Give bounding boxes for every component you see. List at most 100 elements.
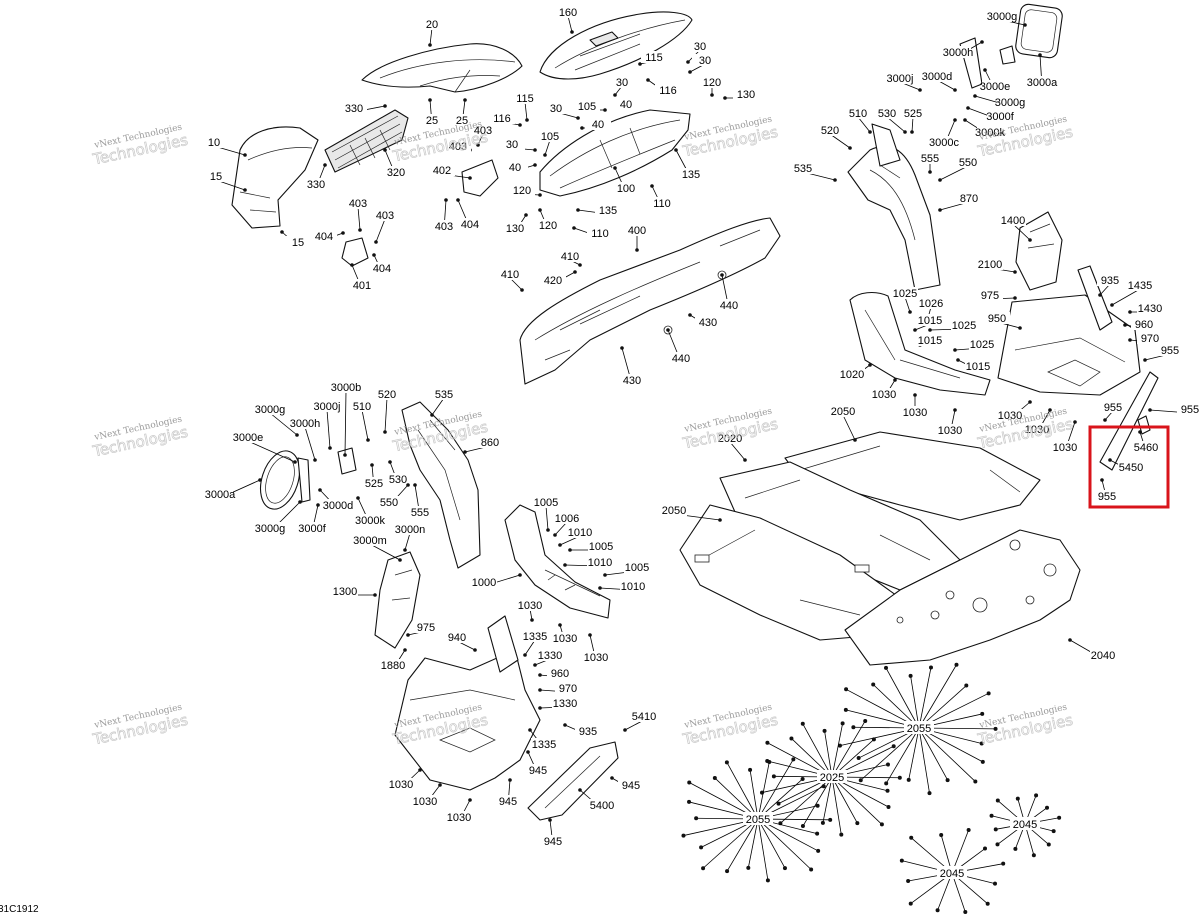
callout-3000k[interactable]: 3000k: [963, 118, 1005, 139]
callout-120[interactable]: 120: [509, 184, 542, 197]
callout-3000g[interactable]: 3000g: [255, 500, 302, 535]
callout-430[interactable]: 430: [619, 346, 645, 387]
callout-110[interactable]: 110: [649, 184, 675, 210]
callout-1030[interactable]: 1030: [937, 408, 963, 437]
callout-1010[interactable]: 1010: [563, 556, 613, 569]
callout-440[interactable]: 440: [716, 273, 742, 312]
callout-40[interactable]: 40: [502, 161, 537, 174]
callout-3000j[interactable]: 3000j: [887, 72, 922, 92]
callout-10[interactable]: 10: [201, 136, 247, 157]
callout-3000e[interactable]: 3000e: [233, 431, 297, 464]
callout-955[interactable]: 955: [1094, 478, 1120, 503]
callout-1030[interactable]: 1030: [1052, 420, 1078, 454]
highlight-box[interactable]: [1088, 425, 1170, 509]
star-group-2025[interactable]: 2025: [759, 718, 902, 837]
callout-530[interactable]: 530: [874, 107, 907, 134]
callout-402[interactable]: 402: [429, 164, 472, 180]
callout-25[interactable]: 25: [419, 98, 445, 127]
callout-130[interactable]: 130: [723, 88, 759, 101]
callout-15[interactable]: 15: [280, 230, 311, 249]
callout-1030[interactable]: 1030: [1024, 408, 1052, 436]
callout-550[interactable]: 550: [938, 156, 981, 182]
callout-1300[interactable]: 1300: [332, 585, 377, 598]
callout-3000g[interactable]: 3000g: [255, 403, 299, 437]
callout-1030[interactable]: 1030: [902, 393, 928, 419]
callout-1025[interactable]: 1025: [928, 319, 977, 332]
star-group-2055[interactable]: 2055: [837, 662, 998, 796]
callout-1025[interactable]: 1025: [953, 338, 995, 352]
callout-440[interactable]: 440: [666, 328, 694, 365]
callout-40[interactable]: 40: [613, 98, 639, 111]
callout-2100[interactable]: 2100: [977, 258, 1017, 274]
callout-3000m[interactable]: 3000m: [353, 534, 402, 562]
callout-510[interactable]: 510: [845, 107, 872, 134]
callout-3000n[interactable]: 3000n: [395, 523, 426, 552]
callout-1015[interactable]: 1015: [956, 358, 991, 373]
callout-1026[interactable]: 1026: [918, 297, 944, 320]
callout-1006[interactable]: 1006: [553, 512, 580, 537]
callout-555[interactable]: 555: [407, 483, 433, 519]
callout-945[interactable]: 945: [525, 750, 551, 777]
callout-120[interactable]: 120: [699, 76, 725, 97]
callout-2050[interactable]: 2050: [830, 405, 857, 442]
callout-1005[interactable]: 1005: [568, 540, 614, 553]
callout-1025[interactable]: 1025: [892, 287, 918, 314]
callout-116[interactable]: 116: [489, 112, 522, 127]
callout-1430[interactable]: 1430: [1128, 302, 1163, 315]
callout-3000e[interactable]: 3000e: [980, 68, 1011, 93]
callout-20[interactable]: 20: [419, 18, 445, 47]
callout-116[interactable]: 116: [646, 78, 681, 97]
callout-403[interactable]: 403: [345, 197, 371, 232]
callout-100[interactable]: 100: [613, 166, 639, 195]
callout-1000[interactable]: 1000: [471, 573, 522, 589]
callout-955[interactable]: 955: [1100, 401, 1126, 422]
callout-1005[interactable]: 1005: [533, 496, 559, 532]
callout-940[interactable]: 940: [444, 631, 477, 652]
callout-975[interactable]: 975: [406, 621, 439, 637]
callout-320[interactable]: 320: [383, 148, 409, 179]
star-group-2045[interactable]: 2045: [899, 828, 1006, 914]
callout-115[interactable]: 115: [512, 92, 538, 122]
callout-3000d[interactable]: 3000d: [922, 70, 957, 92]
callout-401[interactable]: 401: [349, 263, 375, 292]
callout-115[interactable]: 115: [638, 51, 667, 66]
callout-3000j[interactable]: 3000j: [314, 400, 341, 450]
callout-430[interactable]: 430: [688, 313, 721, 329]
callout-530[interactable]: 530: [385, 460, 411, 486]
callout-3000f[interactable]: 3000f: [298, 503, 327, 535]
callout-410[interactable]: 410: [497, 268, 524, 292]
callout-1030[interactable]: 1030: [871, 378, 897, 401]
callout-950[interactable]: 950: [984, 312, 1022, 330]
callout-1030[interactable]: 1030: [997, 400, 1032, 422]
callout-25[interactable]: 25: [449, 98, 475, 127]
callout-40[interactable]: 40: [580, 118, 611, 131]
callout-1400[interactable]: 1400: [1000, 214, 1032, 242]
callout-555[interactable]: 555: [917, 152, 943, 174]
callout-2020[interactable]: 2020: [717, 432, 747, 462]
callout-550[interactable]: 550: [376, 483, 410, 509]
callout-3000f[interactable]: 3000f: [966, 106, 1015, 123]
callout-30[interactable]: 30: [499, 138, 537, 152]
star-group-2045[interactable]: 2045: [989, 793, 1062, 858]
callout-1335[interactable]: 1335: [522, 630, 548, 657]
callout-1030[interactable]: 1030: [388, 768, 422, 791]
callout-3000b[interactable]: 3000b: [331, 381, 362, 457]
callout-130[interactable]: 130: [502, 213, 528, 235]
callout-1030[interactable]: 1030: [412, 783, 442, 808]
callout-105[interactable]: 105: [574, 100, 607, 113]
callout-2050[interactable]: 2050: [661, 504, 722, 522]
callout-30[interactable]: 30: [609, 76, 635, 97]
callout-403[interactable]: 403: [372, 209, 398, 244]
callout-135[interactable]: 135: [576, 204, 621, 217]
callout-970[interactable]: 970: [1128, 332, 1163, 345]
callout-403[interactable]: 403: [431, 198, 457, 233]
callout-960[interactable]: 960: [1123, 318, 1157, 331]
callout-1330[interactable]: 1330: [538, 697, 578, 710]
callout-2040[interactable]: 2040: [1068, 638, 1116, 662]
callout-525[interactable]: 525: [361, 463, 387, 490]
callout-420[interactable]: 420: [540, 270, 577, 287]
callout-945[interactable]: 945: [610, 776, 644, 792]
callout-5410[interactable]: 5410: [623, 710, 657, 732]
callout-3000g[interactable]: 3000g: [987, 10, 1027, 27]
callout-404[interactable]: 404: [456, 198, 483, 231]
